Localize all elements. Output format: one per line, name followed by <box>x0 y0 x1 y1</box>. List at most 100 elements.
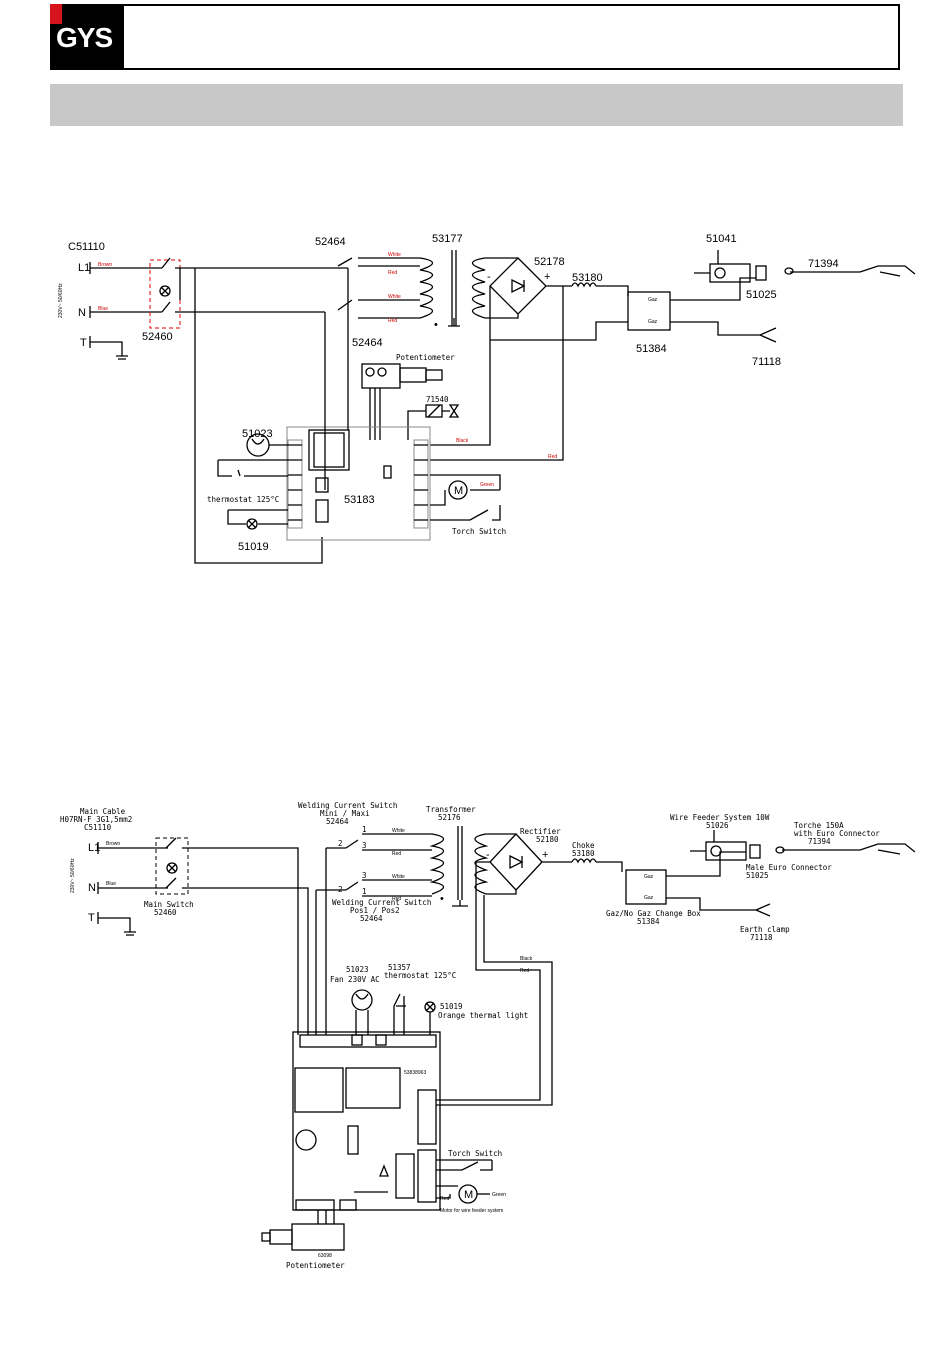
d2-switch-contacts <box>165 837 177 889</box>
d2-motor-wires <box>436 1185 458 1199</box>
d1-board-code: 53183 <box>344 494 375 506</box>
d1-switch-a <box>337 257 420 267</box>
d2-torch-shape <box>782 843 916 855</box>
d1-pot-shaft <box>399 367 427 383</box>
d1-red-a: Red <box>388 270 397 276</box>
d1-t-label: T <box>80 337 87 349</box>
d2-thermo: thermostat 125°C <box>384 971 456 980</box>
d2-capacitor <box>295 1129 317 1151</box>
logo-text: GYS <box>56 22 113 53</box>
d1-black-label: Black <box>456 438 469 444</box>
d2-n3a: 3 <box>362 841 367 850</box>
d2-black: Black <box>520 956 533 962</box>
d1-euro-plug <box>755 265 767 281</box>
d2-gaz-top: Gaz <box>644 874 654 880</box>
diagram-2: Main Cable H07RN-F 3G1,5mm2 C51110 L1 N … <box>60 801 916 1270</box>
d2-switch-lamp <box>166 862 178 874</box>
d2-rectifier-shape <box>489 833 543 891</box>
d2-board-wire-b <box>436 895 553 1106</box>
d1-motor-wires <box>430 474 501 506</box>
d2-transformer-code: 52176 <box>438 813 461 822</box>
d1-supply-label: 230V~ 50/60Hz <box>58 283 64 318</box>
d1-green: Green <box>480 482 494 488</box>
d1-component <box>315 499 329 523</box>
d1-switch-a-code: 52464 <box>315 236 346 248</box>
d1-thermal-lamp <box>246 518 258 530</box>
d2-fan-wires <box>355 1010 369 1035</box>
d2-board-wire-a <box>436 861 541 1101</box>
d1-main-switch <box>149 259 181 329</box>
d1-pot-knob <box>365 367 375 377</box>
d2-green: Green <box>492 1192 506 1198</box>
d1-valve <box>448 404 460 418</box>
d1-n-label: N <box>78 307 86 319</box>
d2-wcs-b <box>345 879 432 897</box>
d2-cable-spec: H07RN-F 3G1,5mm2 <box>60 815 132 824</box>
d2-potentiometer <box>291 1223 345 1251</box>
d2-wcs-sub: Mini / Maxi <box>320 809 370 818</box>
d2-thermostat-icon <box>393 993 406 1035</box>
d2-core-ground <box>452 900 468 907</box>
d2-choke: Choke <box>572 841 595 850</box>
d2-relay <box>345 1067 401 1109</box>
d1-motor-m: M <box>454 485 463 497</box>
d1-pot-label: Potentiometer <box>396 353 455 362</box>
d1-secondary-coil <box>471 257 486 319</box>
d2-rectifier-code: 52180 <box>536 835 559 844</box>
d1-torch-switch-label: Torch Switch <box>452 527 506 536</box>
d2-bottom-connector2 <box>339 1199 357 1211</box>
d2-triac <box>395 1153 415 1199</box>
d2-brown: Brown <box>106 841 120 847</box>
d2-white-b: White <box>392 874 405 880</box>
d2-torch-plug <box>775 846 785 854</box>
d1-choke <box>571 282 629 296</box>
d2-rectifier: Rectifier <box>520 827 561 836</box>
d1-l1-wire <box>89 262 162 274</box>
d2-wcs-title: Welding Current Switch <box>298 801 397 810</box>
d2-earth-clamp <box>755 903 771 917</box>
d1-fuse <box>315 477 329 493</box>
d2-torch-switch: Torch Switch <box>448 1149 502 1158</box>
title-bar <box>50 84 903 126</box>
d2-red-a: Red <box>392 851 401 857</box>
d1-core <box>451 250 457 326</box>
d2-torch-code: 71394 <box>808 837 831 846</box>
d1-board-feed <box>194 268 323 564</box>
d2-bottom-connector <box>295 1199 335 1211</box>
d1-feeder-wire <box>694 250 719 274</box>
d2-motor-label: Motor for wire feeder system <box>440 1208 503 1214</box>
d2-pot-shaft <box>269 1229 293 1245</box>
d1-plus-board-wire <box>430 286 564 461</box>
d2-feeder-label: Wire Feeder System 10W <box>670 813 770 822</box>
d1-white-a: White <box>388 252 401 258</box>
d2-feeder-code: 51026 <box>706 821 729 830</box>
d1-main-switch-lamp <box>159 285 171 297</box>
d2-n3b: 3 <box>362 871 367 880</box>
d2-pot-wires <box>317 1210 335 1224</box>
d1-ic <box>383 465 392 479</box>
d1-brown: Brown <box>98 262 112 268</box>
d1-solenoid-code: 71540 <box>426 395 449 404</box>
d2-earth-code: 71118 <box>750 933 773 942</box>
diagram-1: C51110 L1 N T 230V~ 50/60Hz Brown Blue 5… <box>58 233 916 564</box>
d1-gaz-top: Gaz <box>648 297 658 303</box>
d2-white-a: White <box>392 828 405 834</box>
d2-lower-connector <box>417 1149 437 1203</box>
d2-n: N <box>88 882 96 894</box>
d2-switch-lamp-cross <box>167 863 177 873</box>
d1-control-board <box>286 426 431 541</box>
d1-relay-inner <box>313 432 345 468</box>
d2-feeder-wire <box>690 830 715 852</box>
logo-accent <box>50 4 62 24</box>
d1-right-pins <box>414 444 428 521</box>
d1-motor <box>448 480 468 500</box>
d2-transformer-chip <box>294 1067 344 1113</box>
d2-feeder-roll <box>710 845 722 857</box>
d2-wcs2-sub: Pos1 / Pos2 <box>350 906 400 915</box>
d1-left-pins <box>288 444 302 521</box>
d1-lamp-code: 51019 <box>238 541 269 553</box>
d1-thermal-lamp-cross <box>247 519 257 529</box>
d2-torch-sub: with Euro Connector <box>794 829 880 838</box>
d2-cable-code: C51110 <box>84 823 112 832</box>
